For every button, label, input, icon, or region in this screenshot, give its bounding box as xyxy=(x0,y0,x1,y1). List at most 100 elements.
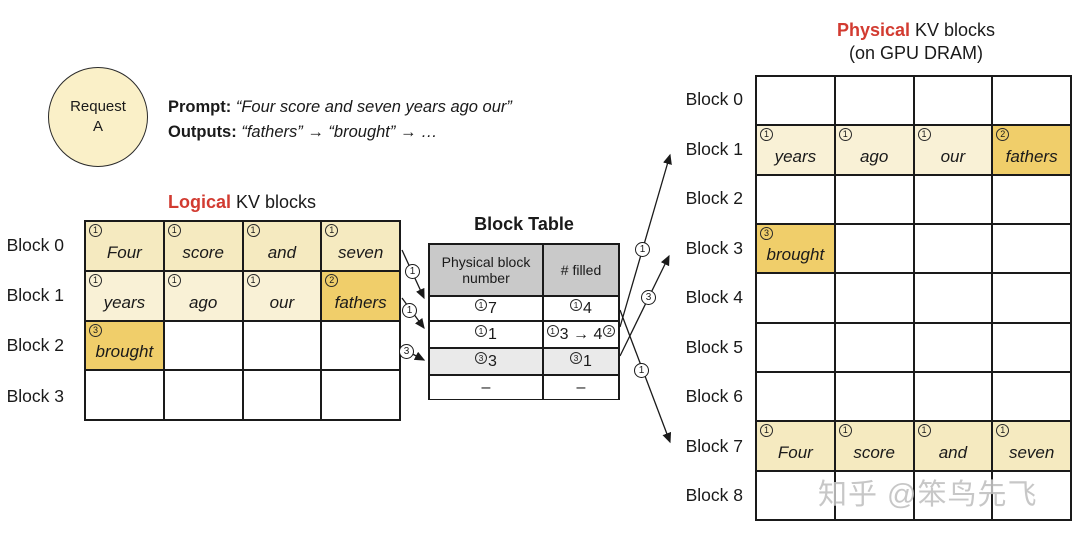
prompt-text: “Four score and seven years ago our” xyxy=(235,98,512,116)
step-badge: 3 xyxy=(475,351,488,364)
step-badge: 2 xyxy=(996,128,1010,142)
step-badge: 1 xyxy=(996,424,1010,438)
empty-kv-cell xyxy=(992,223,1071,274)
empty-kv-cell xyxy=(242,320,322,371)
prompt-line: Prompt: “Four score and seven years ago … xyxy=(168,95,512,120)
step-badge: 3 xyxy=(570,351,583,364)
empty-kv-cell xyxy=(834,273,914,323)
step-badge: 1 xyxy=(760,424,773,438)
step-badge: 1 xyxy=(167,273,181,287)
token-word: score xyxy=(853,442,895,462)
step-badge: 1 xyxy=(325,224,339,237)
block-table-cell: – xyxy=(543,375,619,400)
physical-row-label-4: Block 4 xyxy=(685,287,743,307)
kv-cell: 2 fathers xyxy=(992,125,1071,175)
physical-row-label-2: Block 2 xyxy=(685,188,743,208)
token-word: Four xyxy=(777,442,813,462)
outputs-line: Outputs: “fathers” → “brought” → … xyxy=(168,120,512,145)
token-word: score xyxy=(182,242,224,262)
empty-kv-cell xyxy=(992,273,1071,323)
empty-kv-cell xyxy=(756,273,835,323)
token-word: fathers xyxy=(1005,146,1058,166)
physical-row-label-6: Block 6 xyxy=(685,386,743,406)
arrow-step-badge: 3 xyxy=(399,344,414,359)
empty-kv-cell xyxy=(913,470,993,520)
empty-kv-cell xyxy=(321,320,400,371)
empty-kv-cell xyxy=(913,174,993,224)
step-badge: 1 xyxy=(167,224,181,237)
cell-value: 4 xyxy=(583,299,592,317)
block-table-cell: – xyxy=(429,375,543,400)
logical-title-accent: Logical xyxy=(167,192,231,212)
token-word: fathers xyxy=(334,292,387,312)
step-badge: 1 xyxy=(917,424,931,438)
token-word: ago xyxy=(859,146,889,166)
empty-kv-cell xyxy=(163,320,243,371)
step-badge: 2 xyxy=(603,324,616,337)
empty-kv-cell xyxy=(756,174,835,224)
physical-kv-title: Physical KV blocks (on GPU DRAM) xyxy=(766,19,1066,65)
step-badge: 1 xyxy=(838,128,852,142)
request-a-circle: Request A xyxy=(48,67,148,167)
logical-row-label-0: Block 0 xyxy=(6,235,64,255)
step-badge: 1 xyxy=(246,273,260,287)
token-word: our xyxy=(940,146,966,166)
outputs-label: Outputs: xyxy=(168,123,237,141)
block-table-header-filled: # filled xyxy=(543,244,619,296)
empty-kv-cell xyxy=(913,223,993,274)
empty-kv-cell xyxy=(913,273,993,323)
token-word: brought xyxy=(766,245,825,265)
prompt-label: Prompt: xyxy=(168,98,232,116)
token-word: seven xyxy=(1008,442,1055,462)
logical-row-label-1: Block 1 xyxy=(6,285,64,305)
token-word: and xyxy=(938,442,968,462)
empty-kv-cell xyxy=(834,371,914,422)
logical-row-label-2: Block 2 xyxy=(6,335,64,355)
request-label-line2: A xyxy=(92,118,103,135)
step-badge: 1 xyxy=(475,298,488,311)
empty-kv-cell xyxy=(992,76,1071,126)
empty-kv-cell xyxy=(756,371,835,422)
physical-title-line1: Physical KV blocks xyxy=(766,19,1066,42)
step-badge: 3 xyxy=(760,226,773,240)
logical-row-label-3: Block 3 xyxy=(6,386,64,406)
empty-kv-cell xyxy=(756,470,835,520)
token-word: our xyxy=(269,292,295,312)
empty-kv-cell xyxy=(834,76,914,126)
empty-kv-cell xyxy=(834,223,914,274)
arrow-step-badge: 1 xyxy=(635,242,650,257)
empty-kv-cell xyxy=(163,370,243,420)
token-word: years xyxy=(103,292,146,312)
empty-kv-cell xyxy=(992,470,1071,520)
cell-value: – xyxy=(576,378,586,396)
empty-kv-cell xyxy=(756,76,835,126)
physical-row-label-8: Block 8 xyxy=(685,485,743,505)
empty-kv-cell xyxy=(913,76,993,126)
empty-kv-cell xyxy=(992,371,1071,422)
watermark: 知乎 @笨鸟先飞 xyxy=(818,479,1038,511)
empty-kv-cell xyxy=(756,322,835,372)
step-badge: 3 xyxy=(89,323,102,337)
step-badge: 1 xyxy=(917,128,931,142)
logical-kv-title: Logical KV blocks xyxy=(92,192,392,213)
kv-cell: 1 our xyxy=(242,270,322,321)
step-badge: 1 xyxy=(246,224,260,237)
token-word: years xyxy=(774,146,817,166)
kv-cell: 1 our xyxy=(913,125,993,175)
arrow-step-badge: 3 xyxy=(641,290,656,305)
empty-kv-cell xyxy=(992,322,1071,372)
kv-cell: 3 brought xyxy=(756,223,835,274)
outputs-text: “fathers” → “brought” → … xyxy=(241,123,438,141)
kv-cell: 1 and xyxy=(913,421,993,471)
